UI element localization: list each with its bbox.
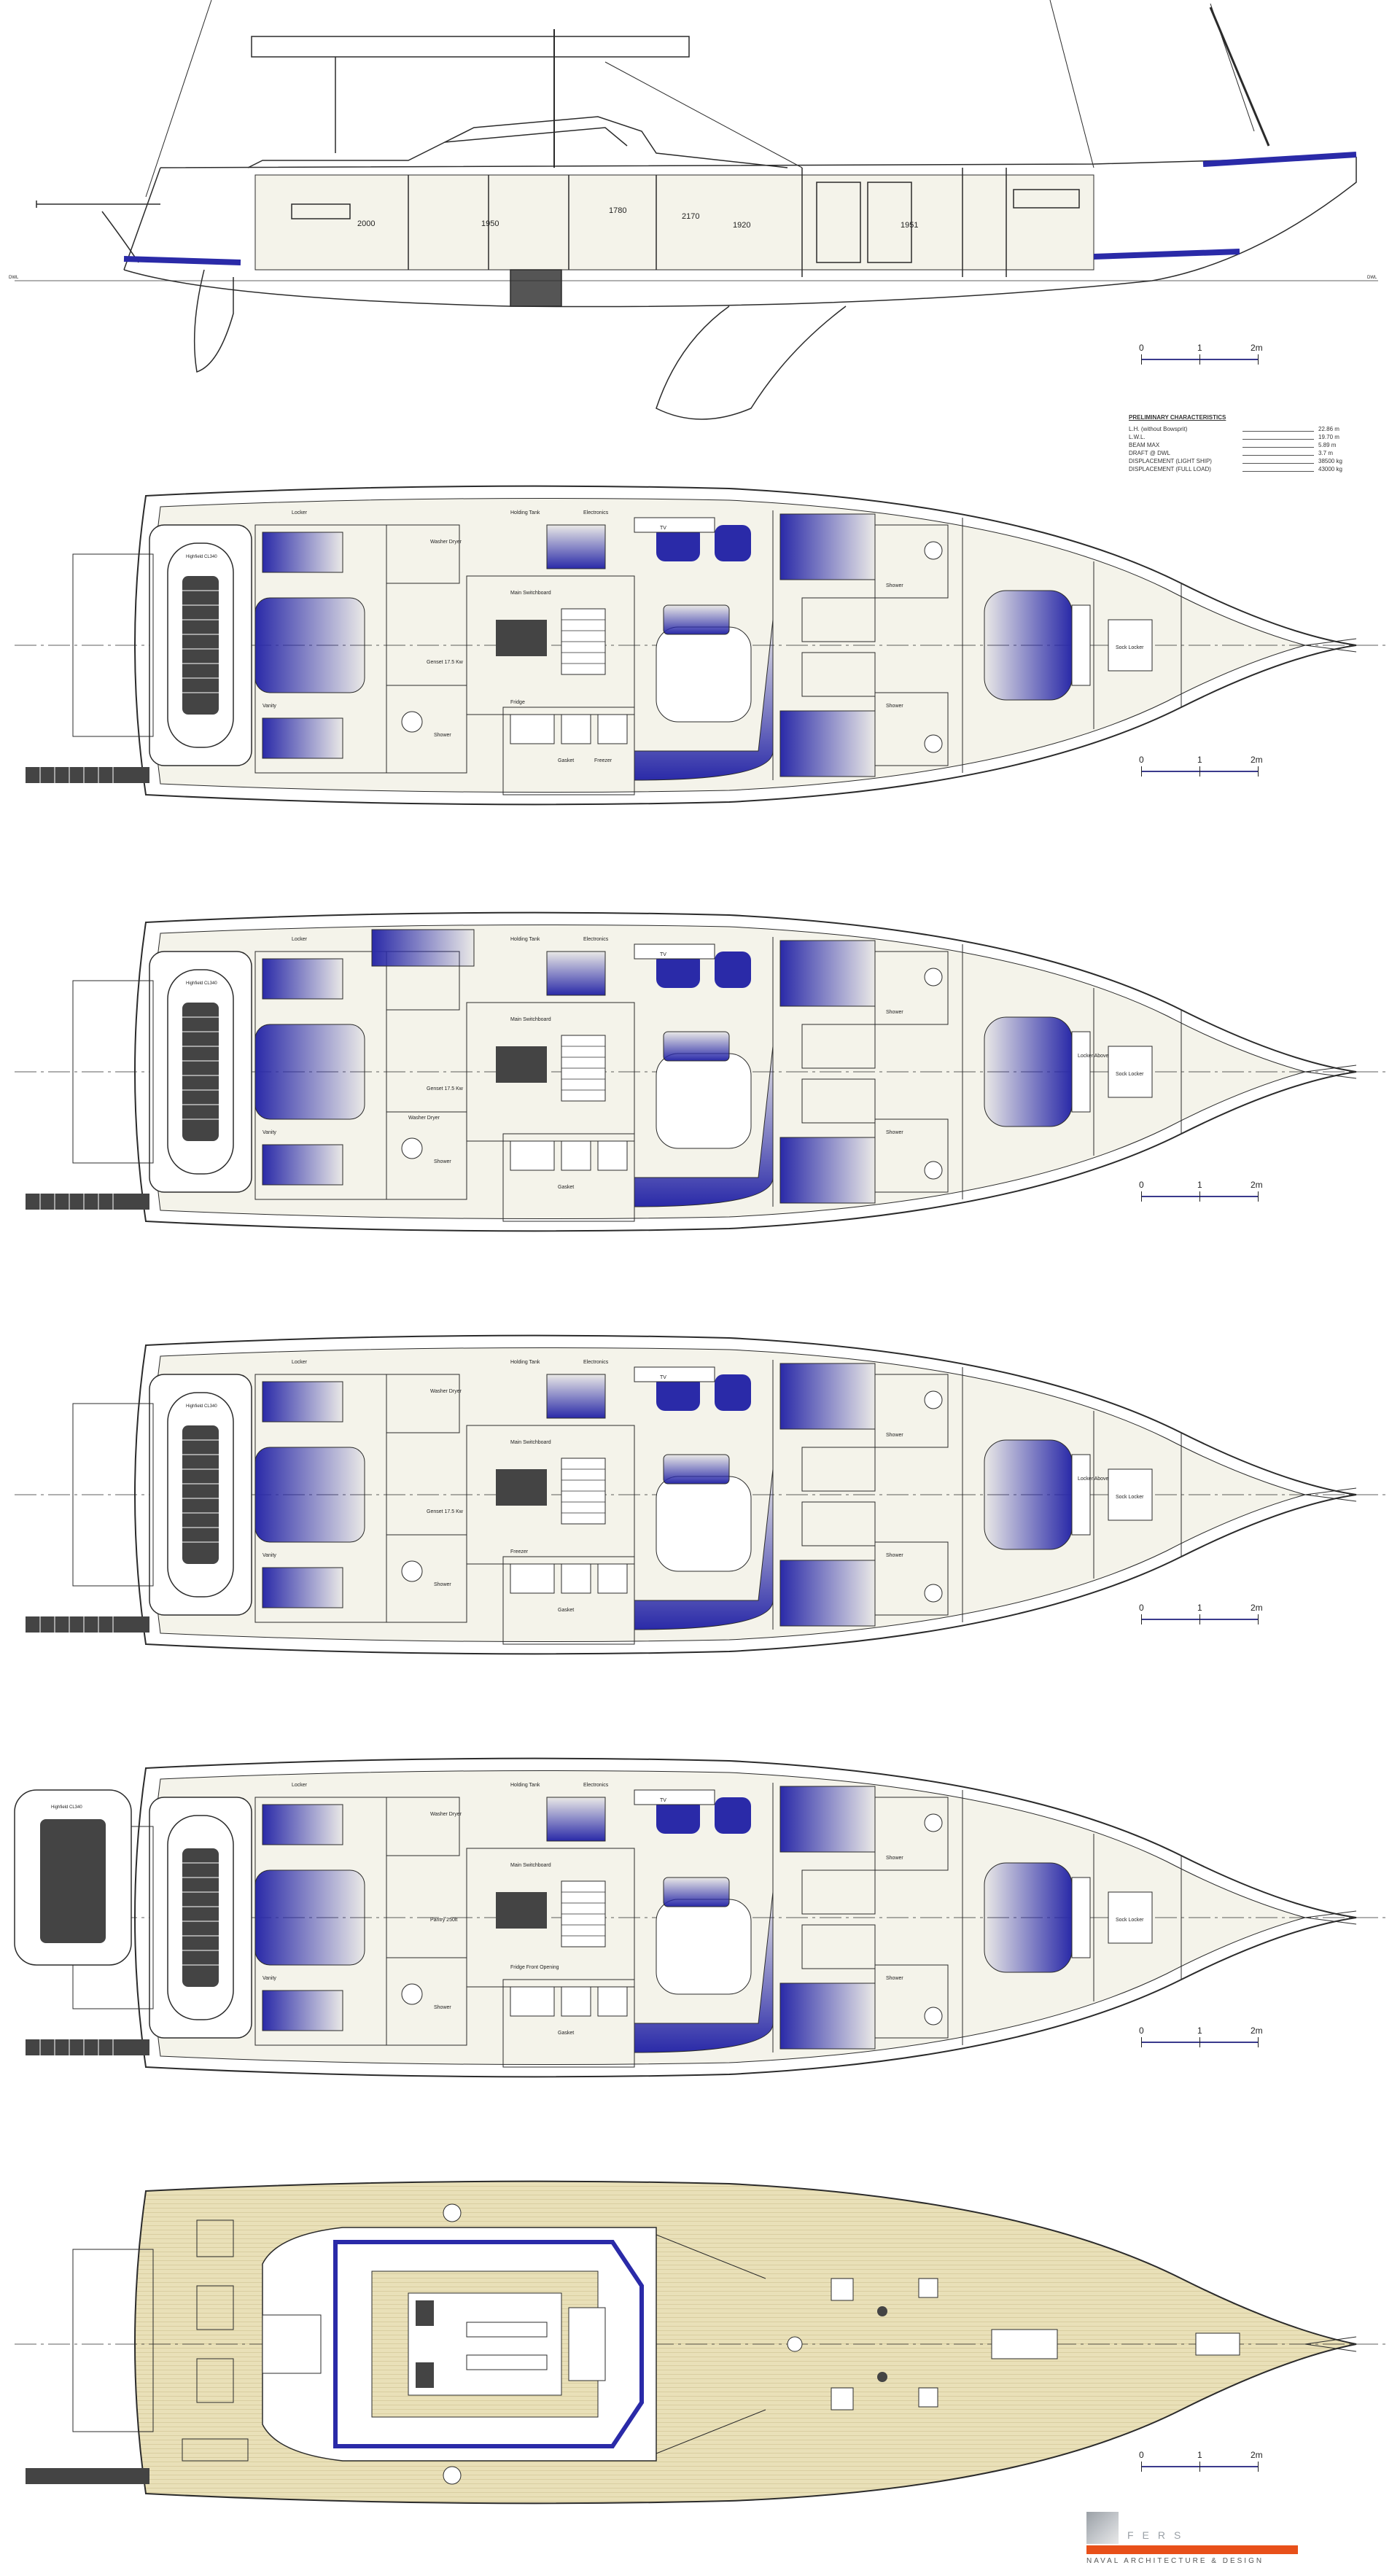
room-label: Highfield CL340 [186,1404,217,1409]
room-label: Shower [434,733,451,738]
scale-zero: 0 [1139,343,1144,353]
room-label: Gasket [558,1608,574,1613]
room-label: Shower [886,1433,903,1438]
specs-row: L.W.L.19.70 m [1129,434,1339,440]
room-label: Sock Locker [1116,1072,1144,1077]
room-label: Holding Tank [510,937,540,942]
specs-row: DISPLACEMENT (FULL LOAD)43000 kg [1129,466,1342,472]
room-label: Vanity [262,704,276,709]
room-label: Locker [292,1783,308,1788]
interior-plan-layout-c: Locker Holding Tank Electronics TV Washe… [14,1334,1386,1655]
room-label: Washer Dryer [430,540,462,545]
room-label: Main Switchboard [510,1440,551,1445]
specs-row: L.H. (without Bowsprit)22.86 m [1129,426,1339,432]
logo-bar [1086,2545,1298,2554]
specs-header: PRELIMINARY CHARACTERISTICS [1129,414,1226,421]
room-label: Shower [434,2005,451,2010]
room-label: Genset 17.5 Kw [427,1509,464,1514]
room-label: TV [660,1375,666,1380]
scale-bar: 0 1 2m [1139,343,1265,372]
room-label: Sock Locker [1116,1918,1144,1923]
room-label: Locker [292,510,308,515]
room-label: Sock Locker [1116,1495,1144,1500]
room-label: Holding Tank [510,510,540,515]
room-label: Electronics [583,1783,609,1788]
room-label: TV [660,526,666,531]
room-label: Washer Dryer [408,1116,440,1121]
room-label: Locker [292,1360,308,1365]
room-label: Shower [886,1976,903,1981]
specs-row: DISPLACEMENT (LIGHT SHIP)38500 kg [1129,458,1342,464]
designer-logo: FERS NAVAL ARCHITECTURE & DESIGN [1086,2512,1298,2570]
room-label: Gasket [558,1185,574,1190]
room-label: Freezer [510,1549,529,1554]
waterline-label: DWL [1367,276,1377,280]
room-label: Genset 17.5 Kw [427,1086,464,1092]
room-label: TV [660,952,666,957]
scale-two: 2m [1251,343,1263,353]
dimension-label: 1951 [901,221,918,230]
room-label: Vanity [262,1130,276,1135]
room-label: Shower [886,583,903,588]
dimension-label: 1950 [481,219,499,228]
room-label: Main Switchboard [510,1863,551,1868]
room-label: Washer Dryer [430,1812,462,1817]
dimension-label: 2170 [682,212,699,221]
room-label: Main Switchboard [510,591,551,596]
room-label: Electronics [583,510,609,515]
room-label: Washer Dryer [430,1389,462,1394]
room-label: Pantry 250lt [430,1918,457,1923]
logo-subtitle: NAVAL ARCHITECTURE & DESIGN [1086,2557,1264,2565]
side-profile-view: 2000 1950 1780 2170 1920 1951 DWL DWL [9,0,1378,420]
room-label: Vanity [262,1553,276,1558]
room-label: Shower [886,1130,903,1135]
room-label: Locker [292,937,308,942]
logo-mark-icon [1086,2512,1119,2544]
room-label: Genset 17.5 Kw [427,660,464,665]
room-label: Holding Tank [510,1783,540,1788]
room-label: Gasket [558,758,574,763]
room-label: Freezer [594,758,612,763]
room-label: Locker Above [1078,1476,1109,1482]
room-label: Electronics [583,1360,609,1365]
room-label: Fridge [510,700,525,705]
logo-brand: FERS [1127,2529,1190,2541]
room-label: Vanity [262,1976,276,1981]
dimension-label: 1780 [609,206,626,215]
room-label: Shower [886,1553,903,1558]
room-label: Highfield CL340 [51,1805,82,1810]
dimension-label: 1920 [733,221,750,230]
room-label: Shower [886,704,903,709]
room-label: Locker Above [1078,1054,1109,1059]
room-label: Shower [434,1159,451,1164]
room-label: Highfield CL340 [186,981,217,986]
room-label: Shower [434,1582,451,1587]
scale-one: 1 [1197,343,1202,353]
room-label: Shower [886,1856,903,1861]
deck-plan-view [15,2180,1385,2505]
room-label: Main Switchboard [510,1017,551,1022]
dimension-label: 2000 [357,219,375,228]
specs-table: PRELIMINARY CHARACTERISTICS L.H. (withou… [1129,414,1362,473]
room-label: Fridge Front Opening [510,1965,559,1970]
room-label: TV [660,1798,666,1803]
interior-plan-layout-d: Locker Holding Tank Electronics TV Washe… [14,1757,1386,2078]
room-label: Electronics [583,937,609,942]
waterline-label: DWL [9,276,19,280]
room-label: Highfield CL340 [186,555,217,559]
interior-plan-layout-b: Locker Holding Tank Electronics TV Vanit… [14,911,1386,1232]
interior-plan-layout-a: Locker Holding Tank Electronics TV Washe… [14,485,1386,806]
room-label: Gasket [558,2031,574,2036]
room-label: Shower [886,1010,903,1015]
room-label: Holding Tank [510,1360,540,1365]
room-label: Sock Locker [1116,645,1144,650]
